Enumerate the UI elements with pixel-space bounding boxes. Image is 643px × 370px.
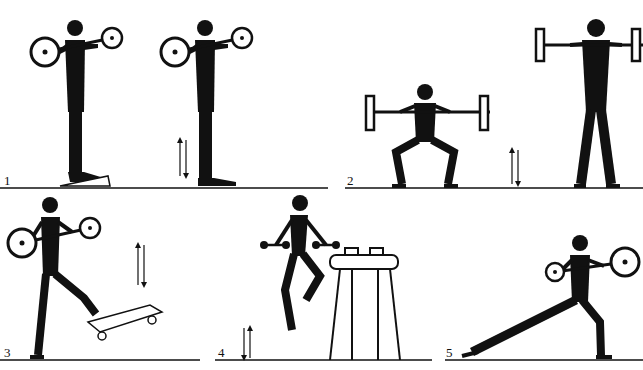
- ground-line: [0, 188, 643, 360]
- lunge-figure: [462, 235, 639, 357]
- panel-number: 4: [218, 346, 225, 359]
- jump-figure: [244, 195, 400, 360]
- squat-figure: [365, 84, 518, 186]
- panel-number: 1: [4, 174, 11, 187]
- panel-number: 3: [4, 346, 11, 359]
- calf-raise-figure: [31, 20, 122, 186]
- panel-number: 5: [446, 346, 453, 359]
- standing-figure: [535, 19, 643, 186]
- panel-number: 2: [347, 174, 354, 187]
- step-up-figure: [8, 197, 162, 357]
- calf-raise-figure: [161, 20, 252, 186]
